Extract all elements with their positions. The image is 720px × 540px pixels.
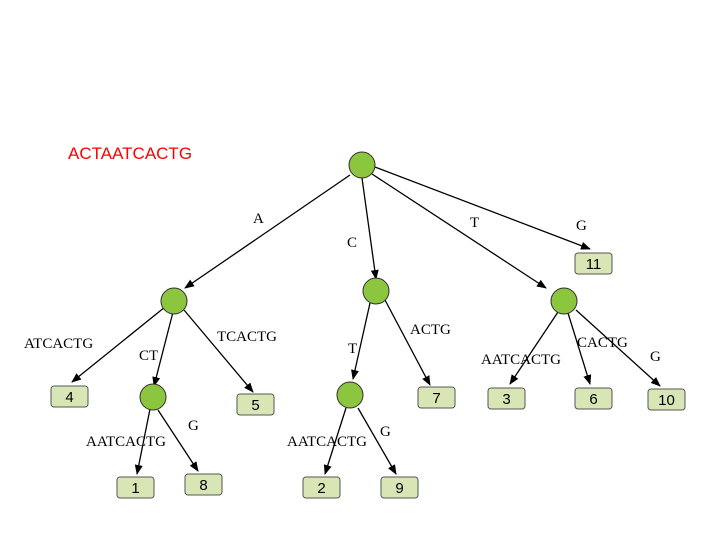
leaf-8: 8 (184, 473, 223, 496)
edge-c-7 (384, 299, 431, 386)
leaf-2: 2 (302, 476, 341, 499)
edge-tn-2 (323, 407, 347, 475)
leaf-3: 3 (487, 387, 526, 410)
leaf-5-label: 5 (251, 397, 259, 414)
label-a-tcactg: TCACTG (217, 329, 277, 345)
edge-t-10 (575, 309, 661, 387)
leaf-7: 7 (417, 386, 456, 409)
edge-a-5 (183, 309, 254, 393)
leaf-2-label: 2 (317, 480, 325, 497)
label-root-t: T (470, 215, 479, 231)
edge-a-4 (71, 306, 166, 383)
label-t-g: G (650, 349, 661, 365)
leaf-10: 10 (647, 388, 686, 411)
node-tn (336, 381, 364, 409)
node-ct (139, 383, 167, 411)
node-t (550, 287, 578, 315)
node-a (160, 287, 188, 315)
leaf-6: 6 (574, 387, 613, 410)
label-tn-g: G (380, 424, 391, 440)
leaf-10-label: 10 (658, 392, 675, 409)
root-node (348, 151, 376, 179)
tree-edges (71, 166, 661, 475)
edge-tn-9 (357, 407, 397, 475)
label-c-t: T (348, 341, 357, 357)
label-tn-aatcactg: AATCACTG (287, 434, 367, 450)
edge-root-g (374, 166, 591, 250)
leaf-7-label: 7 (432, 390, 440, 407)
edge-c-t (351, 302, 371, 380)
label-root-a: A (253, 211, 264, 227)
label-a-atcactg: ATCACTG (24, 336, 93, 352)
edge-t-6 (567, 312, 592, 385)
label-root-c: C (347, 235, 357, 251)
leaf-11-label: 11 (586, 256, 602, 273)
label-ct-aatcactg: AATCACTG (86, 434, 166, 450)
internal-nodes (139, 151, 578, 411)
leaf-1-label: 1 (131, 480, 139, 497)
label-a-ct: CT (139, 348, 158, 364)
node-c (362, 277, 390, 305)
label-c-actg: ACTG (410, 322, 451, 338)
leaf-11: 11 (574, 252, 613, 275)
leaf-9-label: 9 (395, 480, 403, 497)
edge-ct-1 (134, 408, 151, 475)
leaf-4: 4 (50, 385, 89, 408)
edge-root-a (184, 174, 351, 289)
leaf-1: 1 (116, 476, 155, 499)
tree-title: ACTAATCACTG (68, 144, 192, 163)
edge-root-t (371, 173, 547, 289)
label-t-cactg: CACTG (577, 335, 628, 351)
leaf-nodes: 11 4 5 7 3 6 10 1 (50, 252, 686, 499)
leaf-9: 9 (380, 476, 419, 499)
leaf-4-label: 4 (65, 389, 73, 406)
edge-t-3 (509, 311, 559, 385)
leaf-3-label: 3 (502, 391, 510, 408)
edge-ct-8 (157, 409, 199, 472)
label-root-g: G (576, 218, 587, 234)
edge-root-c (361, 177, 379, 280)
leaf-6-label: 6 (589, 391, 597, 408)
edge-labels: A C T G ATCACTG CT TCACTG T ACTG AATCACT… (24, 211, 661, 450)
leaf-8-label: 8 (199, 477, 207, 494)
leaf-5: 5 (236, 393, 275, 416)
label-ct-g: G (188, 418, 199, 434)
label-t-aatcactg: AATCACTG (481, 352, 561, 368)
edge-a-ct (152, 311, 174, 387)
